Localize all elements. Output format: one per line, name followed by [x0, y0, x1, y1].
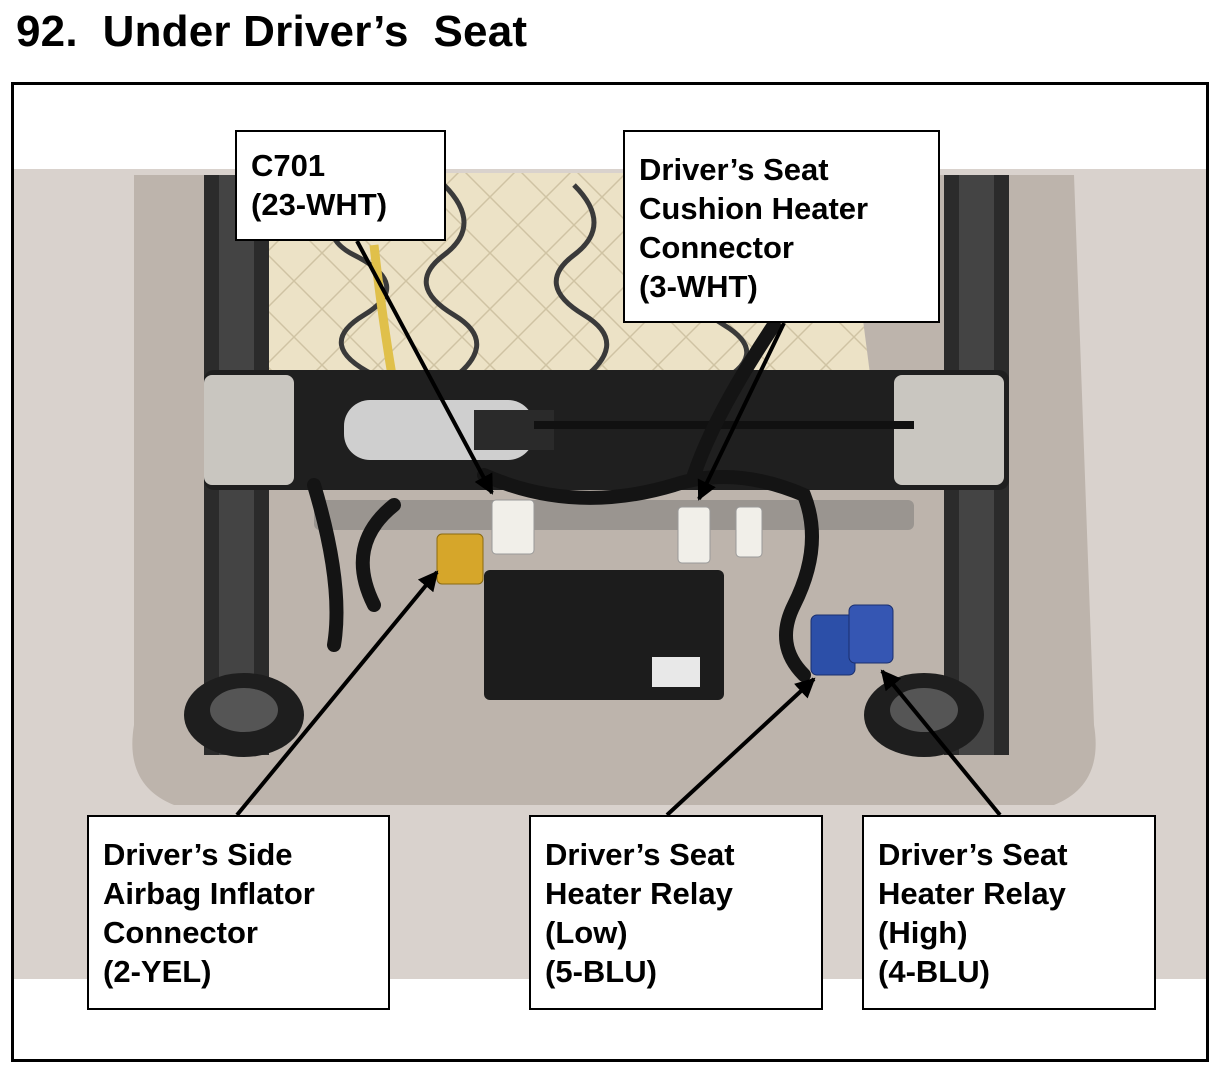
callout-heater-relay-high: Driver’s Seat Heater Relay (High) (4-BLU…: [862, 815, 1156, 1010]
page-title: 92. Under Driver’s Seat: [16, 7, 528, 56]
callout-line: (3-WHT): [639, 269, 758, 304]
callout-line: (4-BLU): [878, 954, 990, 989]
callout-line: Driver’s Seat: [545, 837, 735, 872]
airbag-inflator-connector: [436, 533, 484, 585]
callout-cushion-heater-connector: Driver’s Seat Cushion Heater Connector (…: [623, 130, 940, 323]
callout-line: Driver’s Side: [103, 837, 293, 872]
callout-line: (2-YEL): [103, 954, 212, 989]
callout-heater-relay-low: Driver’s Seat Heater Relay (Low) (5-BLU): [529, 815, 823, 1010]
heater-relay-high: [848, 604, 894, 664]
callout-line: (High): [878, 915, 968, 950]
callout-line: Driver’s Seat: [878, 837, 1068, 872]
callout-line: Cushion Heater: [639, 191, 869, 226]
callout-line: Heater Relay: [545, 876, 733, 911]
callout-line: Airbag Inflator: [103, 876, 315, 911]
heater-relay-low: [810, 614, 856, 676]
callout-line: (23-WHT): [251, 187, 388, 222]
callout-line: (Low): [545, 915, 628, 950]
callout-line: Driver’s Seat: [639, 152, 829, 187]
callout-side-airbag-inflator-connector: Driver’s Side Airbag Inflator Connector …: [87, 815, 390, 1010]
callout-line: Heater Relay: [878, 876, 1066, 911]
figure-frame: C701 (23-WHT) Driver’s Seat Cushion Heat…: [11, 82, 1209, 1062]
callout-line: (5-BLU): [545, 954, 657, 989]
callout-line: Connector: [103, 915, 258, 950]
callout-line: Connector: [639, 230, 794, 265]
callout-line: C701: [251, 148, 326, 183]
callout-c701: C701 (23-WHT): [235, 130, 446, 241]
c701-connector: [491, 499, 535, 555]
cushion-heater-connector: [677, 506, 711, 564]
